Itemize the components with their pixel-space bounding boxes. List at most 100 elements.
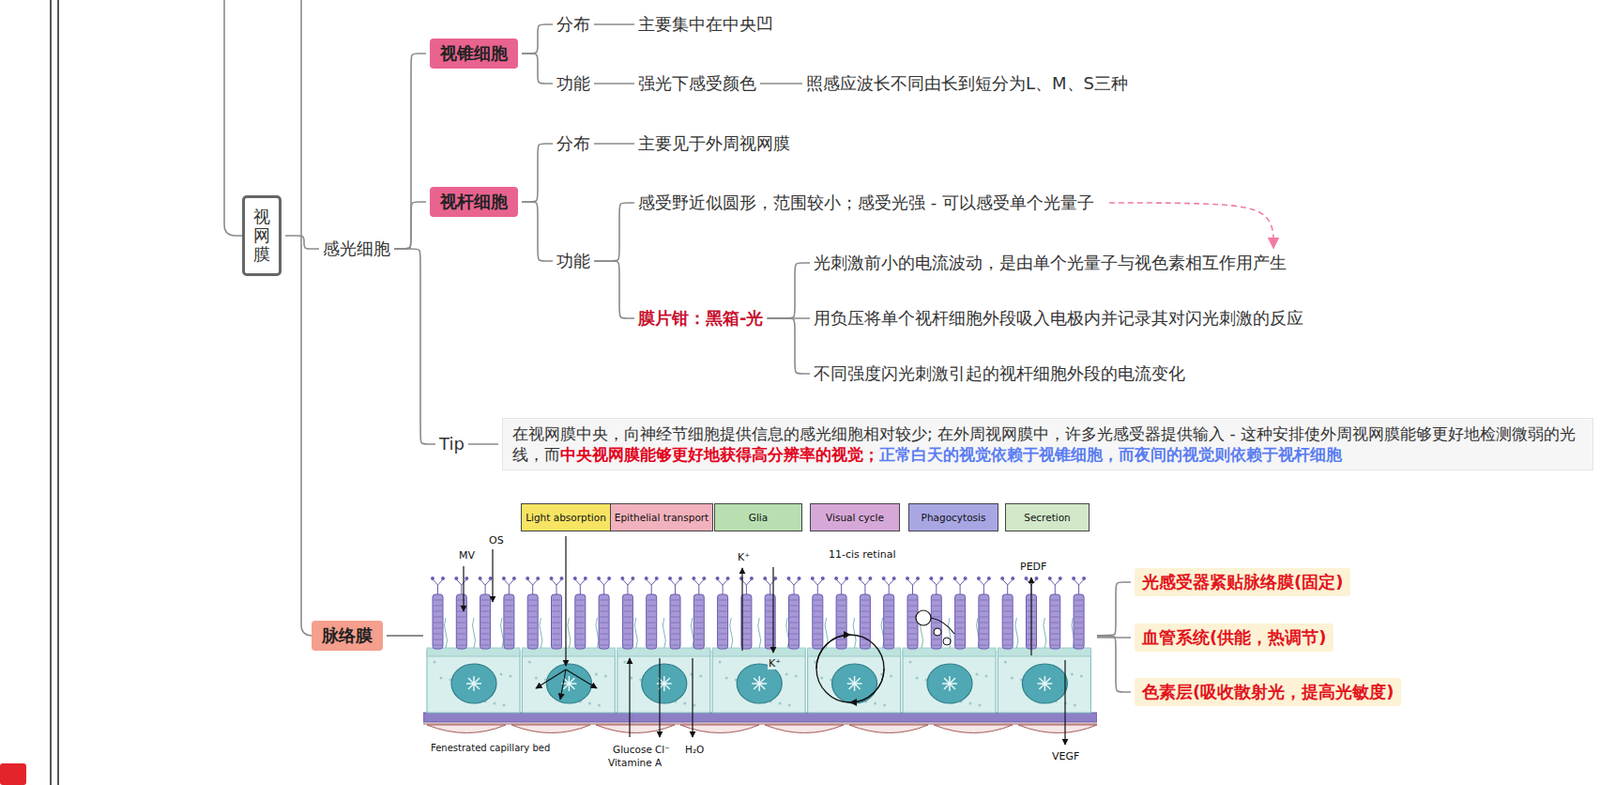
disc-stripe: [457, 639, 466, 640]
microvillus: [634, 617, 638, 648]
disc-stripe: [860, 616, 869, 618]
segment-tuft: [551, 579, 563, 595]
disc-stripe: [623, 639, 632, 640]
function-tag: Secretion: [1005, 502, 1090, 532]
microvillus: [730, 617, 733, 648]
tuft-tip: [678, 576, 683, 580]
outer-segment: [693, 594, 704, 649]
segment-tuft: [456, 579, 467, 595]
flow-arrow: [462, 565, 464, 611]
disc-stripe: [481, 599, 490, 601]
disc-stripe: [623, 644, 632, 646]
disc-stripe: [813, 622, 823, 624]
disc-stripe: [433, 639, 442, 640]
disc-stripe: [504, 605, 514, 607]
cell-granule: [1073, 703, 1077, 707]
disc-stripe: [1003, 639, 1012, 640]
disc-stripe: [860, 622, 869, 624]
detail-text: 用负压将单个视杆细胞外段吸入电极内并记录其对闪光刺激的反应: [813, 305, 1304, 330]
tree-connector: [760, 82, 803, 85]
tree-connector: [394, 201, 427, 249]
tuft-tip: [644, 576, 649, 580]
tree-connector: [394, 53, 427, 249]
node-text: Glia: [748, 511, 768, 523]
disc-stripe: [647, 639, 656, 640]
disc-stripe: [837, 622, 846, 624]
disc-stripe: [647, 599, 656, 601]
disc-stripe: [1003, 616, 1012, 618]
disc-stripe: [623, 616, 632, 618]
outer-segment: [598, 594, 610, 649]
disc-stripe: [1051, 599, 1060, 601]
segment-tuft: [598, 579, 610, 595]
node-text: 正常白天的视觉依赖于视锥细胞，而夜间的视觉则依赖于视杆细胞: [879, 444, 1342, 464]
cell-granule: [528, 660, 532, 664]
disc-stripe: [742, 644, 751, 646]
microvillus: [595, 617, 599, 648]
disc-stripe: [813, 639, 823, 640]
disc-stripe: [860, 605, 869, 607]
tree-connector: [766, 262, 810, 319]
node-text: 功能: [556, 73, 591, 93]
disc-stripe: [790, 610, 799, 612]
disc-stripe: [670, 610, 680, 612]
disc-stripe: [433, 610, 442, 612]
disc-stripe: [1051, 622, 1060, 624]
feature-box: 血管系统(供能，热调节): [1134, 623, 1334, 651]
cell-granule: [500, 672, 503, 676]
disc-stripe: [552, 622, 562, 624]
disc-stripe: [694, 644, 703, 646]
segment-tuft: [432, 579, 443, 595]
tuft-tip: [905, 576, 910, 580]
disc-stripe: [670, 605, 680, 607]
disc-stripe: [860, 633, 869, 635]
tuft-tip: [607, 576, 611, 580]
disc-stripe: [1074, 644, 1083, 646]
disc-stripe: [837, 599, 846, 601]
tuft-tip: [1058, 576, 1063, 580]
annotation-label: OS: [487, 533, 505, 547]
detail-text: 主要集中在中央凹: [638, 12, 774, 36]
disc-stripe: [1003, 633, 1012, 635]
disc-stripe: [599, 599, 609, 601]
disc-stripe: [576, 633, 585, 635]
segment-tuft: [930, 579, 942, 595]
feature-box: 光感受器紧贴脉络膜(固定): [1134, 567, 1351, 595]
node-text: 强光下感受颜色: [638, 73, 757, 93]
disc-stripe: [813, 610, 823, 612]
disc-stripe: [884, 616, 894, 618]
disc-stripe: [694, 610, 703, 612]
phagosome: [915, 609, 931, 625]
branch-text: 感光细胞: [322, 236, 391, 260]
segment-tuft: [503, 579, 515, 595]
cell-granule: [985, 674, 989, 678]
tuft-tip: [1010, 576, 1015, 580]
tuft-tip: [430, 576, 435, 580]
disc-stripe: [528, 639, 537, 640]
attribute-text: 功能: [556, 71, 591, 95]
phagosome: [933, 627, 942, 636]
disc-stripe: [481, 605, 490, 607]
disc-stripe: [742, 639, 751, 640]
cell-granule: [597, 703, 601, 707]
disc-stripe: [860, 599, 869, 601]
disc-stripe: [1051, 605, 1060, 607]
disc-stripe: [504, 599, 514, 601]
nucleus-mark: [1036, 675, 1052, 691]
outer-segment: [503, 594, 515, 649]
disc-stripe: [481, 616, 490, 618]
cell-granule: [788, 703, 792, 707]
tuft-tip: [1035, 576, 1039, 580]
disc-stripe: [931, 622, 941, 624]
disc-stripe: [1074, 627, 1083, 629]
disc-stripe: [457, 627, 466, 629]
disc-stripe: [908, 599, 917, 601]
cell-granule: [909, 660, 913, 664]
tip-text: Tip: [439, 431, 465, 456]
disc-stripe: [956, 622, 965, 624]
disc-stripe: [623, 622, 632, 624]
annotation-label: Vitamine A: [607, 756, 663, 769]
cell-granule: [629, 676, 633, 680]
segment-tuft: [789, 579, 800, 595]
cell-granule: [1004, 660, 1007, 664]
